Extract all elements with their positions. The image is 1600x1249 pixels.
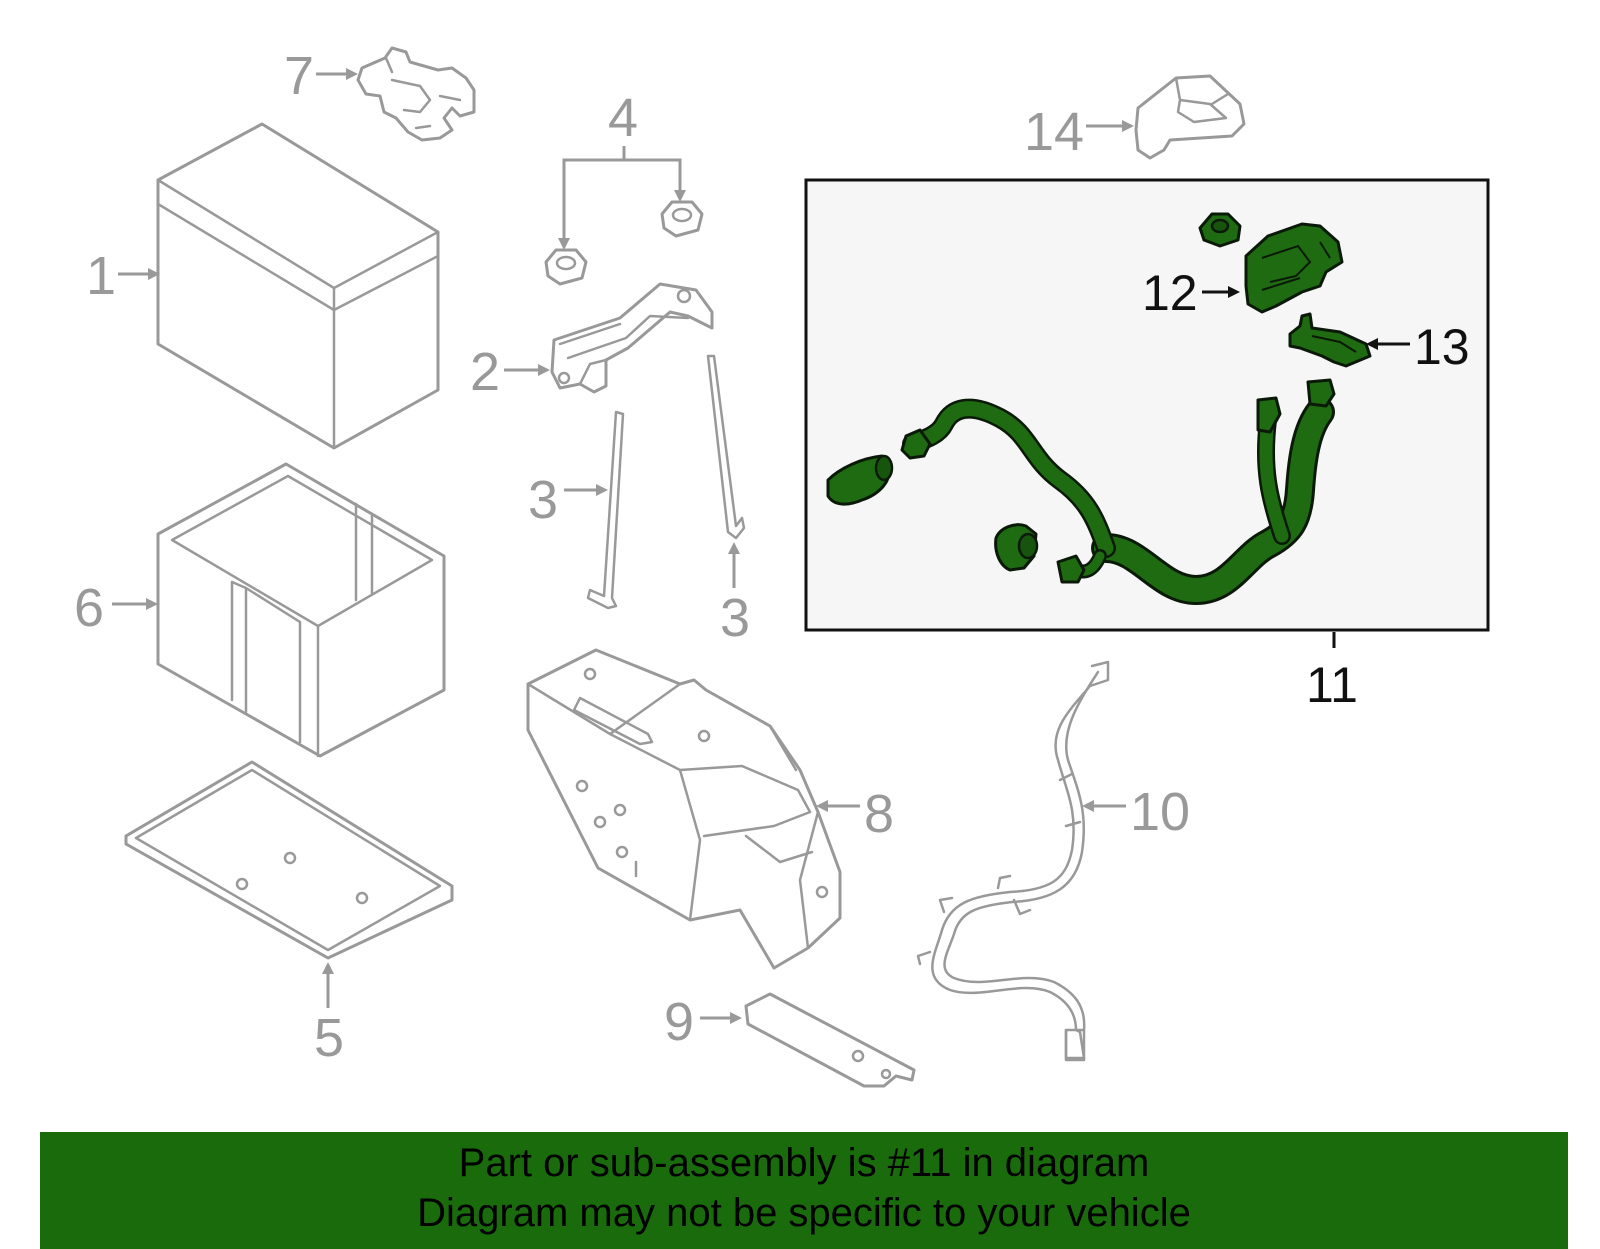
callout-3-right: 3 [720, 588, 750, 648]
callout-11: 11 [1306, 657, 1358, 713]
part-11-cable[interactable] [826, 378, 1336, 606]
part-1-battery[interactable] [156, 122, 440, 450]
callout-1: 1 [86, 246, 116, 306]
part-9-plate[interactable] [744, 992, 916, 1088]
part-2-bracket[interactable] [550, 282, 714, 394]
part-4-nut-left[interactable] [544, 248, 588, 286]
callout-6: 6 [74, 578, 104, 638]
part-3-rod-right[interactable] [706, 354, 746, 540]
info-banner: Part or sub-assembly is #11 in diagram D… [40, 1132, 1568, 1249]
part-4-nut-right[interactable] [660, 200, 704, 238]
part-13-sensor[interactable] [1288, 312, 1372, 368]
part-6-battery-box[interactable] [156, 462, 446, 758]
callout-12: 12 [1142, 265, 1198, 321]
part-8-support[interactable] [526, 648, 842, 970]
banner-line-2: Diagram may not be specific to your vehi… [417, 1191, 1191, 1235]
part-7-connector[interactable] [356, 46, 476, 142]
callout-2: 2 [470, 342, 500, 402]
part-5-plate[interactable] [124, 760, 454, 960]
callout-10: 10 [1130, 782, 1190, 842]
part-3-rod-left[interactable] [586, 410, 625, 610]
callout-7: 7 [284, 46, 314, 106]
banner-line-1: Part or sub-assembly is #11 in diagram [458, 1141, 1150, 1185]
callout-9: 9 [664, 992, 694, 1052]
callout-14: 14 [1024, 102, 1084, 162]
callout-3-left: 3 [528, 470, 558, 530]
callout-8: 8 [864, 784, 894, 844]
part-14-bracket[interactable] [1134, 74, 1246, 160]
callout-4: 4 [608, 88, 638, 148]
callout-5: 5 [314, 1008, 344, 1068]
callout-13: 13 [1414, 319, 1470, 375]
part-12-fuse-block[interactable] [1198, 212, 1344, 314]
part-10-harness[interactable] [916, 660, 1110, 1062]
